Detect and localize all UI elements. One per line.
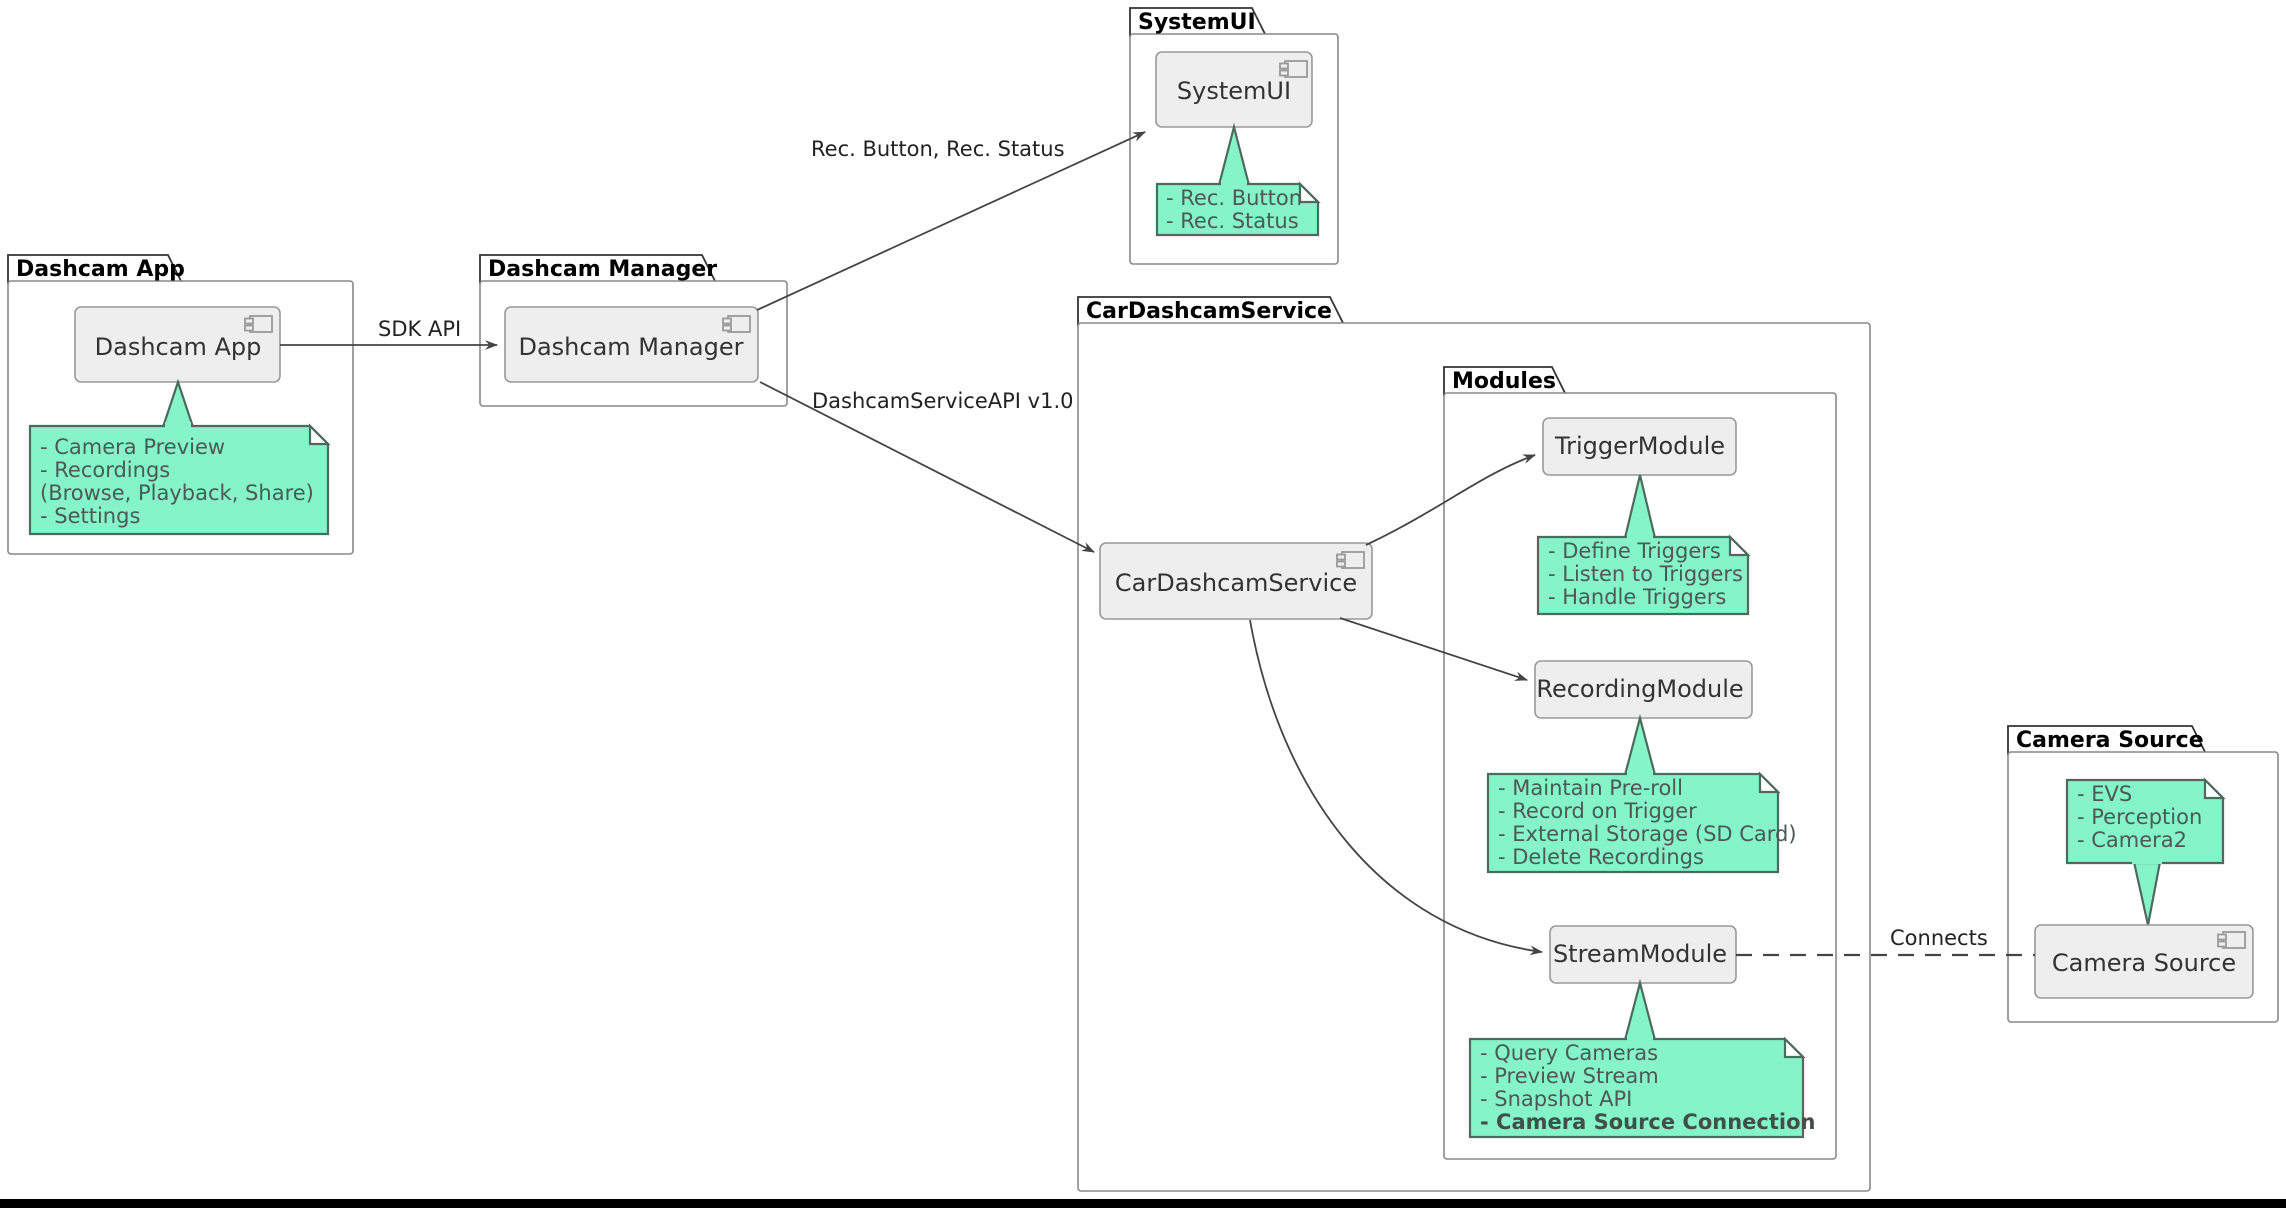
note-line: - Camera2 (2077, 828, 2187, 852)
package-camera-source: Camera Source - EVS - Perception - Camer… (2007, 725, 2279, 1023)
component-icon (1279, 60, 1308, 78)
package-title-cardashcamservice: CarDashcamService (1086, 299, 1332, 324)
note-line: - Handle Triggers (1548, 585, 1726, 609)
note-body-camera-source (2065, 778, 2225, 865)
edge-label-rec-button-status: Rec. Button, Rec. Status (811, 137, 1065, 161)
component-icon (244, 315, 273, 333)
note-fold (2203, 777, 2226, 800)
component-label-dashcam-manager: Dashcam Manager (518, 333, 743, 361)
note-line: - Maintain Pre-roll (1498, 776, 1683, 800)
note-camera-source: - EVS - Perception - Camera2 (2065, 777, 2226, 926)
component-label-camera-source: Camera Source (2052, 949, 2236, 977)
edge-line (1365, 454, 1536, 546)
package-title-modules: Modules (1452, 369, 1556, 394)
note-body-dashcam-app (28, 424, 330, 536)
note-body-systemui (1155, 182, 1320, 237)
note-fold (1298, 181, 1321, 204)
note-recordingmodule: - Maintain Pre-roll - Record on Trigger … (1486, 713, 1797, 874)
package-title-systemui: SystemUI (1138, 10, 1256, 35)
note-line: - EVS (2077, 782, 2132, 806)
note-line: - Preview Stream (1480, 1064, 1659, 1088)
component-label-recordingmodule: RecordingModule (1536, 675, 1743, 703)
note-line: - Camera Source Connection (1480, 1110, 1815, 1134)
component-streammodule[interactable]: StreamModule (1549, 925, 1737, 984)
note-body-triggermodule (1536, 535, 1750, 616)
component-cardashcamservice[interactable]: CarDashcamService (1099, 542, 1373, 620)
note-line: - Define Triggers (1548, 539, 1721, 563)
note-dashcam-app: - Camera Preview - Recordings (Browse, P… (28, 378, 331, 536)
package-cardashcamservice: CarDashcamService CarDashcamService Modu… (1077, 296, 1871, 1192)
note-line: - Rec. Status (1166, 209, 1299, 233)
component-box-recordingmodule[interactable] (1534, 660, 1753, 719)
package-title-dashcam-app: Dashcam App (16, 257, 185, 282)
edge-line (756, 131, 1146, 311)
edge-to-recordingmodule (1339, 617, 1528, 681)
component-box-dashcam-manager[interactable] (504, 306, 759, 383)
component-label-triggermodule: TriggerModule (1554, 432, 1725, 460)
note-fold (1758, 771, 1781, 794)
note-systemui: - Rec. Button - Rec. Status (1155, 122, 1321, 237)
edge-to-triggermodule (1365, 454, 1536, 546)
note-body-streammodule (1468, 1037, 1805, 1139)
component-icon (1336, 551, 1365, 569)
edge-rec-button-status: Rec. Button, Rec. Status (756, 131, 1146, 311)
note-triggermodule: - Define Triggers - Listen to Triggers -… (1536, 474, 1751, 616)
note-line: - Record on Trigger (1498, 799, 1697, 823)
package-modules: Modules TriggerModule - Define Triggers … (1443, 366, 1837, 1160)
component-label-dashcam-app: Dashcam App (95, 333, 262, 361)
component-box-cardashcamservice[interactable] (1099, 542, 1373, 620)
note-line: - Perception (2077, 805, 2202, 829)
package-systemui: SystemUI SystemUI - Rec. Button - Rec. S… (1129, 7, 1339, 265)
note-line: - Listen to Triggers (1548, 562, 1743, 586)
component-icon (2217, 931, 2246, 949)
component-systemui[interactable]: SystemUI (1155, 51, 1313, 128)
component-triggermodule[interactable]: TriggerModule (1542, 417, 1737, 476)
note-line: - Snapshot API (1480, 1087, 1632, 1111)
note-fold (1783, 1036, 1806, 1059)
note-line: - External Storage (SD Card) (1498, 822, 1797, 846)
component-camera-source[interactable]: Camera Source (2034, 924, 2254, 999)
edge-label-sdk-api: SDK API (378, 317, 461, 341)
package-title-camera-source: Camera Source (2016, 728, 2204, 753)
footer-bar (0, 1199, 2286, 1208)
edge-line (1249, 619, 1543, 956)
note-fold (1728, 534, 1751, 557)
note-line: - Settings (40, 504, 140, 528)
note-line: (Browse, Playback, Share) (40, 481, 314, 505)
note-fold (308, 423, 331, 446)
note-line: - Camera Preview (40, 435, 225, 459)
component-box-camera-source[interactable] (2034, 924, 2254, 999)
note-streammodule: - Query Cameras - Preview Stream - Snaps… (1468, 978, 1815, 1139)
edge-dashcamserviceapi: DashcamServiceAPI v1.0 (759, 381, 1095, 553)
component-dashcam-app[interactable]: Dashcam App (74, 306, 281, 383)
component-label-streammodule: StreamModule (1553, 940, 1727, 968)
edge-label-dashcamserviceapi: DashcamServiceAPI v1.0 (812, 389, 1074, 413)
component-recordingmodule[interactable]: RecordingModule (1534, 660, 1753, 719)
package-title-dashcam-manager: Dashcam Manager (488, 257, 717, 282)
edge-label-connects: Connects (1890, 926, 1988, 950)
edge-to-streammodule (1249, 619, 1543, 956)
component-label-cardashcamservice: CarDashcamService (1115, 569, 1357, 597)
note-line: - Rec. Button (1166, 186, 1302, 210)
component-dashcam-manager[interactable]: Dashcam Manager (504, 306, 759, 383)
note-body-recordingmodule (1486, 772, 1780, 874)
edge-line (759, 381, 1095, 553)
edge-sdk-api: SDK API (280, 317, 498, 350)
package-dashcam-app: Dashcam App Dashcam App - Camera Preview… (7, 254, 354, 555)
edge-connects: Connects (1736, 926, 2035, 957)
package-dashcam-manager: Dashcam Manager Dashcam Manager (479, 254, 788, 407)
note-line: - Recordings (40, 458, 170, 482)
component-icon (722, 315, 751, 333)
component-label-systemui: SystemUI (1177, 77, 1291, 105)
edge-line (1339, 617, 1528, 681)
note-line: - Delete Recordings (1498, 845, 1704, 869)
note-line: - Query Cameras (1480, 1041, 1658, 1065)
